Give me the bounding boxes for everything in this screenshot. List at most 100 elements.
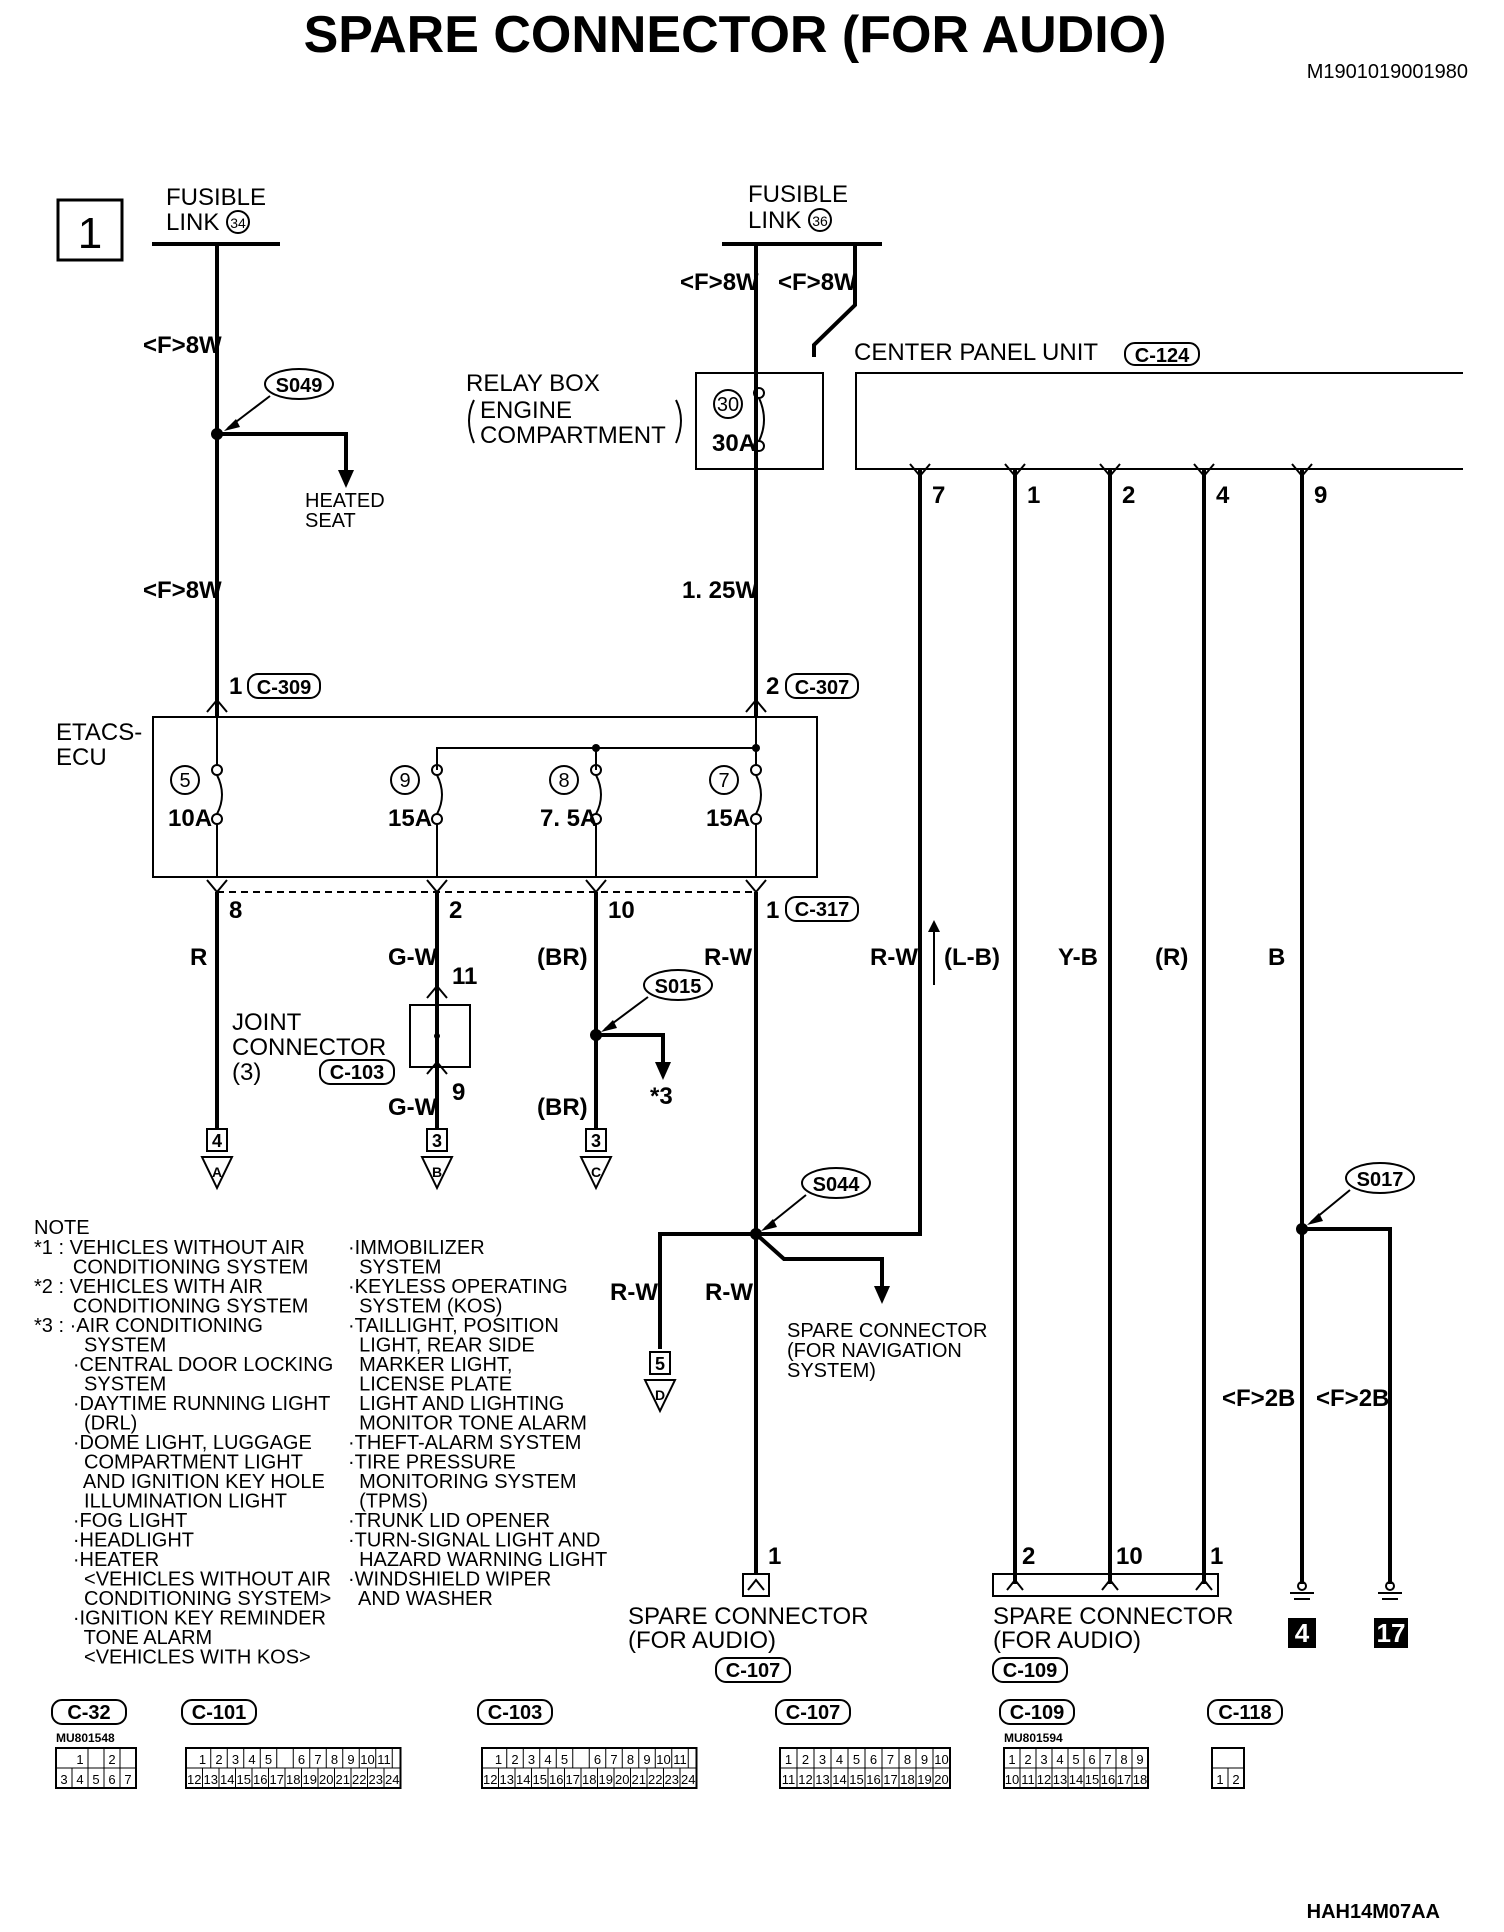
spare-nav-line1: SPARE CONNECTOR — [787, 1320, 987, 1342]
center-panel-connector: C-124 — [1135, 345, 1190, 367]
connector-diagram-id: C-109 — [1010, 1702, 1064, 1724]
connector-pin: 6 — [1088, 1752, 1095, 1767]
etacs-in-pin-right: 2 — [766, 673, 779, 700]
etacs-out-conn: C-317 — [795, 899, 849, 921]
spare-audio-left-line1: SPARE CONNECTOR — [628, 1603, 868, 1630]
right-power-wire: <F>8W <F>8W 1. 25W — [680, 244, 857, 717]
note-line: ·TAILLIGHT, POSITION — [348, 1315, 559, 1337]
connector-pin: 18 — [900, 1772, 914, 1787]
wire-label-f8w-right-a: <F>8W — [680, 269, 759, 296]
svg-text:7: 7 — [718, 770, 729, 792]
svg-text:7. 5A: 7. 5A — [540, 805, 597, 832]
etacs-line2: ECU — [56, 744, 107, 771]
note-line: AND WASHER — [348, 1588, 493, 1610]
connector-pin: 1 — [1008, 1752, 1015, 1767]
note-line: SYSTEM — [348, 1257, 441, 1279]
connector-pin: 5 — [561, 1752, 568, 1767]
connector-pin: 7 — [1104, 1752, 1111, 1767]
connector-pin: 9 — [1136, 1752, 1143, 1767]
ref-c: 3 C — [579, 1128, 613, 1191]
spare-audio-right-pin-10: 10 — [1116, 1543, 1143, 1570]
etacs-fuse-8: 8 7. 5A — [540, 764, 602, 832]
etacs-in-pin-left: 1 — [229, 673, 242, 700]
connector-pin: 21 — [632, 1772, 646, 1787]
joint-connector-pin-top: 11 — [452, 963, 477, 990]
etacs-out-pin-8: 8 — [229, 897, 242, 924]
connector-pin: 14 — [1069, 1772, 1083, 1787]
cpu-pin-7: 7 — [932, 482, 945, 509]
relay-fuse-amp: 30A — [712, 430, 756, 457]
joint-connector-line3: (3) — [232, 1059, 261, 1086]
connector-pin: 13 — [500, 1772, 514, 1787]
spare-audio-right-pin-1: 1 — [1210, 1543, 1223, 1570]
connector-pin: 20 — [934, 1772, 948, 1787]
connector-pin: 20 — [319, 1772, 333, 1787]
etacs-line1: ETACS- — [56, 719, 142, 746]
connector-pin: 10 — [360, 1752, 374, 1767]
etacs-out-pin-1: 1 — [766, 897, 779, 924]
fusible-link-34: FUSIBLE LINK 34 — [152, 184, 280, 246]
wire-label-br-bottom: (BR) — [537, 1094, 588, 1121]
note-line: SYSTEM (KOS) — [348, 1296, 502, 1318]
spare-audio-left-connector: C-107 — [726, 1660, 780, 1682]
left-power-wire: <F>8W <F>8W S049 HEATED SEAT — [143, 244, 385, 717]
note-column-1: *1 : VEHICLES WITHOUT AIR CONDITIONING S… — [34, 1237, 333, 1669]
note-line: MONITOR TONE ALARM — [348, 1413, 587, 1435]
connector-pin: 10 — [656, 1752, 670, 1767]
note-line: CONDITIONING SYSTEM — [34, 1257, 308, 1279]
connector-pin: 13 — [1053, 1772, 1067, 1787]
note-line: LICENSE PLATE — [348, 1374, 512, 1396]
svg-text:5: 5 — [655, 1354, 665, 1374]
spare-audio-right-connector: C-109 — [1003, 1660, 1057, 1682]
connector-pin: 1 — [199, 1752, 206, 1767]
note-line: ·TIRE PRESSURE — [348, 1452, 516, 1474]
svg-text:3: 3 — [432, 1131, 442, 1151]
connector-pin: 17 — [566, 1772, 580, 1787]
splice-s017-label: S017 — [1357, 1169, 1404, 1191]
note-line: CONDITIONING SYSTEM — [34, 1296, 308, 1318]
connector-pin: 7 — [314, 1752, 321, 1767]
svg-text:3: 3 — [591, 1131, 601, 1151]
connector-pin: 15 — [1085, 1772, 1099, 1787]
note-heading: NOTE — [34, 1217, 90, 1239]
note-line: *3 : ·AIR CONDITIONING — [34, 1315, 263, 1337]
etacs-fuse-7: 7 15A — [706, 764, 762, 832]
connector-pin: 12 — [798, 1772, 812, 1787]
connector-pin: 1 — [1216, 1772, 1223, 1787]
center-panel-pins: 7 1 2 4 9 R-W (L-B) Y-B (R) B — [760, 463, 1327, 1584]
connector-pin: 9 — [643, 1752, 650, 1767]
connector-pin: 8 — [627, 1752, 634, 1767]
fusible-link-34-line2: LINK — [166, 209, 219, 236]
connector-pin: 6 — [870, 1752, 877, 1767]
note-line: ·KEYLESS OPERATING — [348, 1276, 568, 1298]
connector-pin: 3 — [232, 1752, 239, 1767]
etacs-in-conn-left: C-309 — [257, 677, 311, 699]
note-line: AND IGNITION KEY HOLE — [34, 1471, 325, 1493]
joint-connector-pin-bottom: 9 — [452, 1079, 465, 1106]
connector-pin: 12 — [187, 1772, 201, 1787]
note-line: CONDITIONING SYSTEM> — [34, 1588, 331, 1610]
connector-pin: 8 — [331, 1752, 338, 1767]
connector-pin: 1 — [495, 1752, 502, 1767]
note-line: ILLUMINATION LIGHT — [34, 1491, 287, 1513]
note-line: MONITORING SYSTEM — [348, 1471, 577, 1493]
connector-pin: 4 — [248, 1752, 255, 1767]
connector-pin: 11 — [1021, 1772, 1035, 1787]
connector-pin: 18 — [1133, 1772, 1147, 1787]
note-line: ·WINDSHIELD WIPER — [348, 1569, 551, 1591]
wire-label-rw-right: R-W — [705, 1279, 753, 1306]
connector-pin: 17 — [883, 1772, 897, 1787]
connector-pin: 16 — [549, 1772, 563, 1787]
connector-diagram-id: C-118 — [1218, 1702, 1271, 1724]
wire-label-f2b-right: <F>2B — [1316, 1385, 1389, 1412]
splice-s044: S044 R-W R-W SPARE CONNECTOR (FOR NAVIGA… — [610, 1167, 987, 1382]
connector-pin: 8 — [904, 1752, 911, 1767]
wire-label-f8w-left-top: <F>8W — [143, 332, 222, 359]
connector-pin: 24 — [681, 1772, 695, 1787]
connector-pin: 3 — [819, 1752, 826, 1767]
relay-box-line1: RELAY BOX — [466, 370, 600, 397]
page-number: 1 — [78, 209, 102, 258]
wire-label-gw-bottom: G-W — [388, 1094, 438, 1121]
